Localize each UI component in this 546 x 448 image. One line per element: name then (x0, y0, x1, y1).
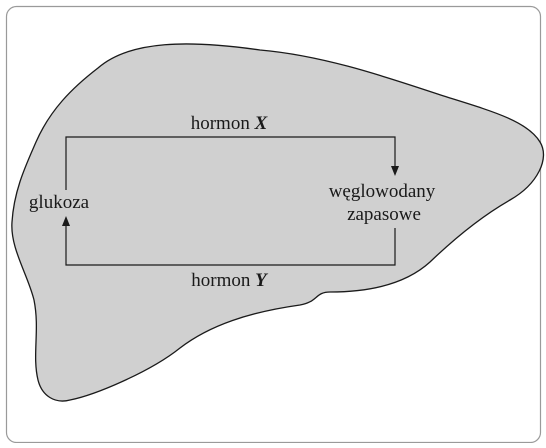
label-hormone-x: hormon X (191, 113, 269, 134)
liver-shape (11, 43, 545, 402)
label-weglowodany: węglowodany (329, 181, 436, 202)
arrow-down-right (391, 166, 399, 176)
arrow-up-left (62, 216, 70, 226)
label-zapasowe: zapasowe (347, 204, 421, 225)
label-glukoza: glukoza (29, 192, 90, 213)
cycle-top-line (65, 136, 396, 190)
label-hormone-y: hormon Y (191, 270, 269, 291)
cycle-bottom-line (65, 224, 396, 266)
